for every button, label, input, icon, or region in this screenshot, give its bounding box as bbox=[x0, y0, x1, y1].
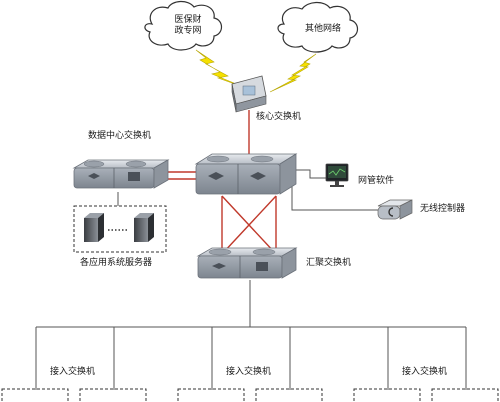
server-group-box bbox=[73, 205, 167, 253]
aggregation-switch-label: 汇聚交换机 bbox=[306, 258, 352, 268]
monitor-icon bbox=[325, 163, 349, 187]
app-servers-label: 各应用系统服务器 bbox=[80, 258, 153, 268]
link-core-agg bbox=[221, 195, 277, 255]
wireless-controller-icon bbox=[377, 199, 413, 220]
access-switch-label: 接入交换机 bbox=[50, 367, 96, 377]
access-group-box bbox=[1, 388, 69, 402]
server-icon bbox=[134, 213, 154, 242]
wireless-controller-label: 无线控制器 bbox=[420, 204, 466, 214]
nms-software-label: 网管软件 bbox=[358, 176, 395, 186]
access-switch-label: 接入交换机 bbox=[402, 367, 448, 377]
datacenter-switch-label: 数据中心交换机 bbox=[88, 131, 152, 141]
access-group-box bbox=[79, 388, 147, 402]
cloud-medical-finance-label: 医保财 政专网 bbox=[168, 15, 208, 37]
access-group-box bbox=[177, 388, 245, 402]
access-group-box bbox=[255, 388, 323, 402]
access-group-box bbox=[353, 388, 421, 402]
core-switch-label: 核心交换机 bbox=[256, 112, 302, 122]
datacenter-switch-icon bbox=[72, 159, 170, 189]
aggregation-switch-icon bbox=[196, 247, 298, 279]
lightning-icon bbox=[269, 53, 317, 93]
firewall-icon bbox=[231, 75, 267, 113]
access-switch-label: 接入交换机 bbox=[226, 367, 272, 377]
cloud-other-network bbox=[277, 1, 359, 53]
cloud-medical-finance bbox=[144, 0, 223, 51]
cloud-medical-finance-line2: 政专网 bbox=[174, 26, 202, 36]
cloud-other-network-label: 其他网络 bbox=[304, 24, 341, 34]
server-icon bbox=[84, 213, 104, 242]
core-switch-icon bbox=[194, 153, 298, 195]
cloud-medical-finance-line1: 医保财 bbox=[174, 15, 202, 25]
access-group-box bbox=[431, 388, 499, 402]
link-core-nms bbox=[290, 169, 326, 179]
